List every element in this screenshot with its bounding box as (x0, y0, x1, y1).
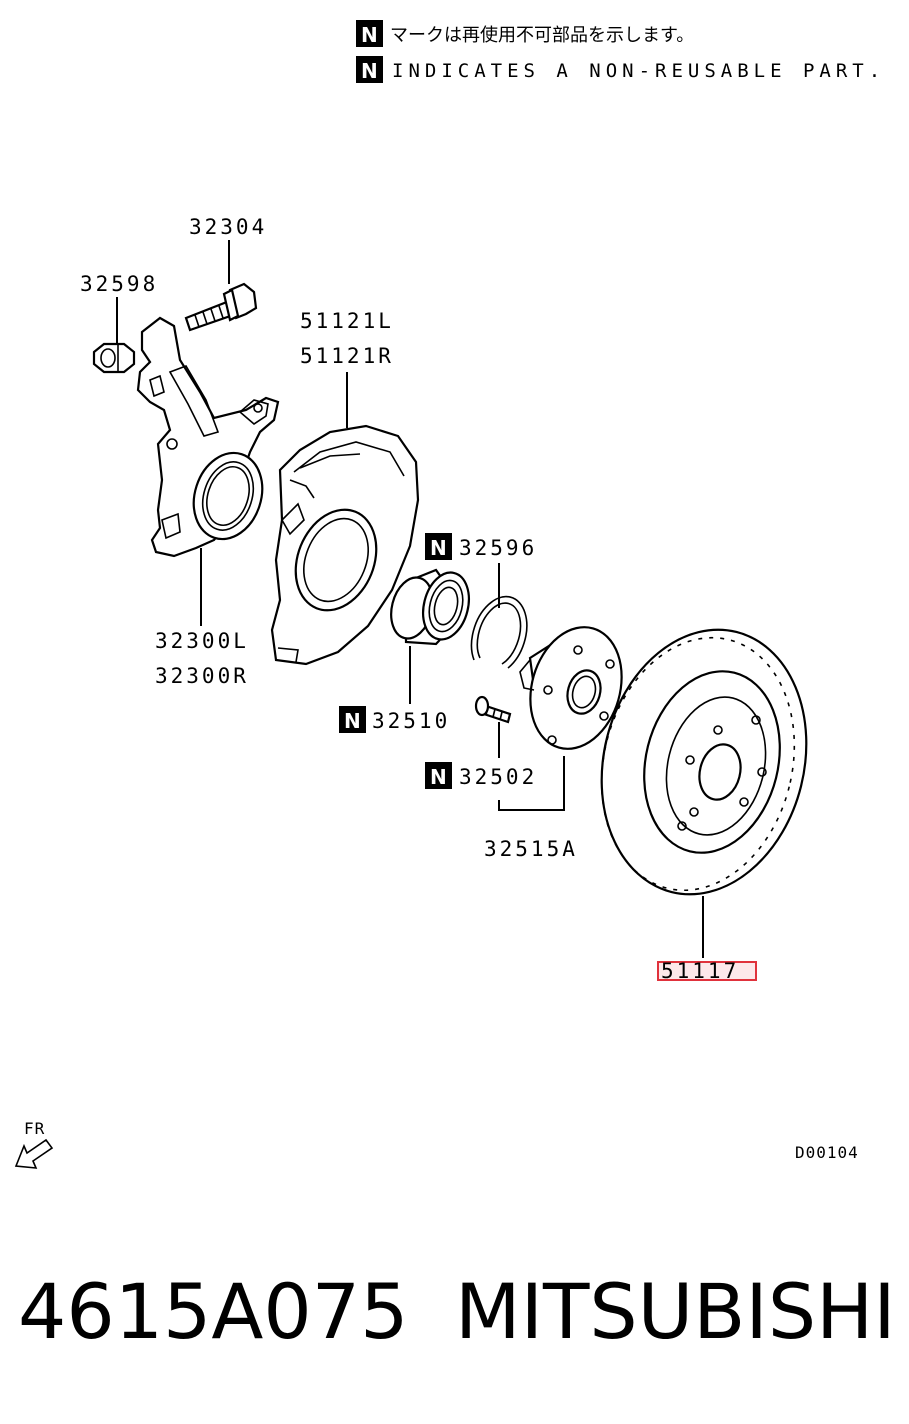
label-32300R: 32300R (155, 664, 249, 688)
label-32598: 32598 (80, 272, 158, 296)
arrow-down-left-icon (14, 1138, 54, 1169)
label-51117: 51117 (661, 959, 739, 983)
brake-disc-51117 (600, 628, 808, 896)
part-number: 4615A075 (18, 1267, 408, 1356)
snap-ring-32596 (470, 595, 528, 669)
n-symbol-box-en (356, 56, 383, 83)
notice-english: INDICATES A NON-REUSABLE PART. (392, 60, 885, 82)
n-symbol-jp: N (361, 23, 378, 47)
wheel-bearing-32510 (390, 568, 470, 646)
direction-label: FR (24, 1119, 45, 1138)
steering-knuckle-32300 (136, 316, 280, 558)
label-32510: 32510 (372, 709, 450, 733)
label-51121R: 51121R (300, 344, 394, 368)
n-symbol-32596: N (430, 536, 447, 560)
n-box-32510 (339, 706, 366, 733)
brand-name: MITSUBISHI (455, 1267, 896, 1356)
label-32304: 32304 (189, 215, 267, 239)
label-32502: 32502 (459, 765, 537, 789)
label-32515A: 32515A (484, 837, 578, 861)
hub-bolt-32502 (474, 695, 512, 724)
n-box-32596 (425, 533, 452, 560)
n-symbol-box-jp (356, 20, 383, 47)
highlight-51117 (657, 961, 757, 981)
nut-32598 (92, 342, 136, 374)
n-symbol-en: N (361, 59, 378, 83)
n-symbol-32510: N (344, 709, 361, 733)
front-direction-indicator: FR (14, 1119, 54, 1169)
n-box-32502 (425, 762, 452, 789)
non-reusable-notice: N マークは再使用不可部品を示します。 N INDICATES A NON-RE… (356, 20, 885, 83)
dust-shield-51121 (270, 424, 420, 666)
label-32300L: 32300L (155, 629, 249, 653)
wheel-hub-32515A (519, 626, 623, 750)
n-symbol-32502: N (430, 765, 447, 789)
diagram-code: D00104 (795, 1143, 859, 1162)
bolt-32304 (184, 282, 258, 332)
label-51121L: 51121L (300, 309, 394, 333)
label-32596: 32596 (459, 536, 537, 560)
notice-japanese: マークは再使用不可部品を示します。 (390, 25, 694, 46)
